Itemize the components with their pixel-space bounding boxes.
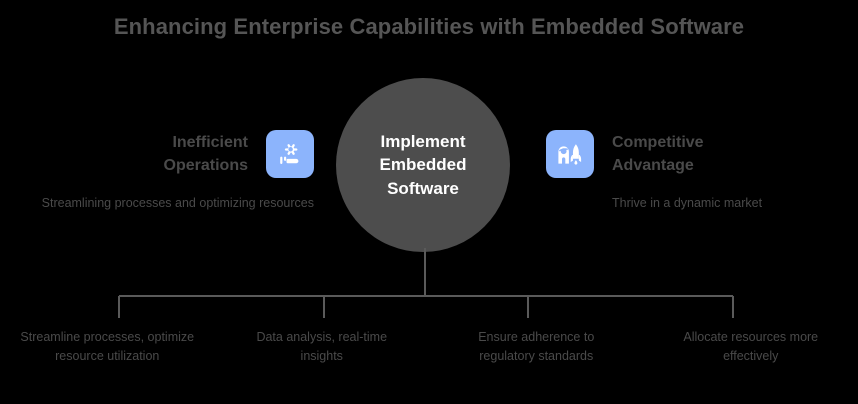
left-concept-description: Streamlining processes and optimizing re… bbox=[41, 196, 314, 210]
branch-label-1: Streamline processes, optimize resource … bbox=[20, 330, 195, 364]
right-concept-block: Competitive Advantage Thrive in a dynami… bbox=[546, 126, 836, 213]
center-node: Implement Embedded Software bbox=[336, 78, 510, 252]
branch-label-4: Allocate resources more effectively bbox=[683, 330, 819, 364]
center-node-label: Implement Embedded Software bbox=[379, 131, 467, 198]
left-concept-block: Inefficient Operations Streamlining proc… bbox=[34, 126, 314, 213]
right-concept-heading: Competitive Advantage bbox=[612, 134, 704, 174]
page-title: Enhancing Enterprise Capabilities with E… bbox=[113, 14, 745, 39]
left-concept-heading: Inefficient Operations bbox=[163, 134, 248, 174]
left-concept-row: Inefficient Operations bbox=[34, 126, 314, 178]
branch-label-3: Ensure adherence to regulatory standards bbox=[478, 330, 595, 364]
gear-hand-icon bbox=[266, 130, 314, 178]
connector-tree bbox=[0, 248, 858, 318]
branch-label-2: Data analysis, real-time insights bbox=[256, 330, 388, 364]
right-concept-row: Competitive Advantage bbox=[546, 126, 836, 178]
right-concept-description: Thrive in a dynamic market bbox=[612, 196, 763, 210]
branch-label-row: Streamline processes, optimize resource … bbox=[0, 328, 858, 367]
planet-rocket-icon bbox=[546, 130, 594, 178]
